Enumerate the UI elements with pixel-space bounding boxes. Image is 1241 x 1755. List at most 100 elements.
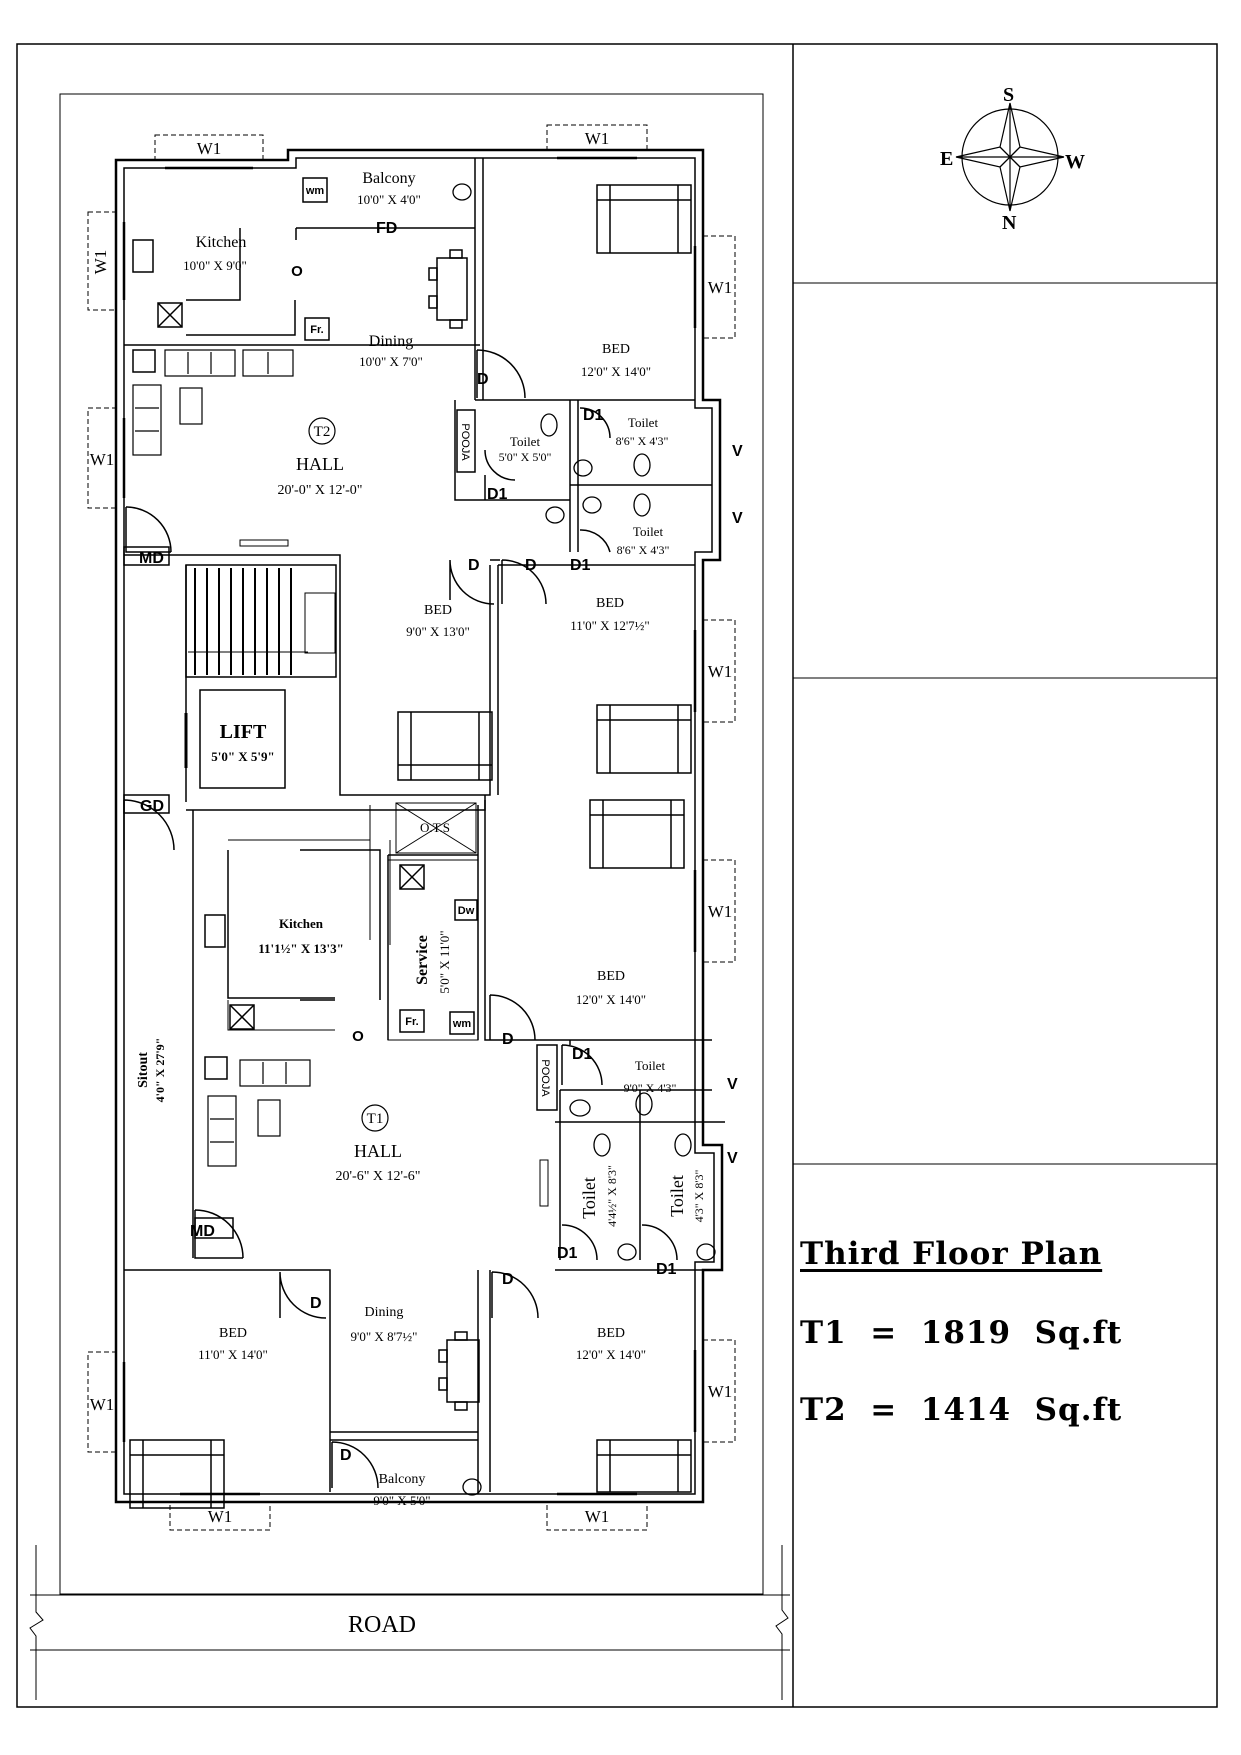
door-d-t1-bed-c (491, 1271, 539, 1319)
room-t2-toilet-c-size: 8'6" X 4'3" (617, 543, 670, 557)
door-d1-t2-toilet-b (579, 407, 611, 439)
room-t1-dining-size: 9'0" X 8'7½" (351, 1329, 418, 1344)
room-bed-mid-right-name: BED (596, 596, 624, 611)
room-bed-mid-left-size: 9'0" X 13'0" (406, 624, 470, 639)
window-tag-w1-bottom-right: W1 (585, 1507, 610, 1526)
room-t2-toilet-a-name: Toilet (510, 434, 541, 449)
room-t1-toilet-a-name: Toilet (635, 1058, 666, 1073)
room-t2-dining-name: Dining (369, 333, 413, 350)
window-w1-top-left (154, 134, 264, 161)
appliance-wm-t1: wm (452, 1018, 472, 1030)
room-t2-hall-size: 20'-0" X 12'-0" (278, 483, 363, 498)
room-t2-balcony-size: 10'0" X 4'0" (357, 192, 421, 207)
ots-box (395, 802, 477, 854)
window-tag-w1-left-3: W1 (90, 1395, 115, 1414)
room-t2-kitchen-name: Kitchen (196, 234, 247, 251)
room-t1-toilet-c-size: 4'3" X 8'3" (692, 1170, 706, 1223)
room-t2-hall-name: HALL (296, 454, 344, 474)
vent-tag-1: V (732, 443, 743, 460)
lift-shaft (199, 689, 286, 789)
door-tag-d-mid-left: D (468, 557, 480, 574)
room-t1-kitchen-name: Kitchen (279, 916, 324, 931)
door-tag-d-t1-bed: D (502, 1031, 514, 1048)
window-tag-w1-left-1: W1 (91, 250, 110, 275)
room-t2-dining-size: 10'0" X 7'0" (359, 354, 423, 369)
appliance-fr-t2: Fr. (310, 324, 323, 336)
window-w1-top-right (546, 124, 648, 151)
door-d-mid-left (449, 559, 495, 605)
pooja-label-t1: POOJA (539, 1059, 551, 1097)
window-tag-w1-right-2: W1 (708, 662, 733, 681)
plot-boundary (59, 93, 764, 1595)
road-label: ROAD (348, 1612, 416, 1638)
door-tag-d1-t2-toilet-b: D1 (583, 407, 604, 424)
room-t1-balcony-name: Balcony (379, 1472, 426, 1487)
room-lift-name: LIFT (220, 721, 267, 743)
room-t1-toilet-b-size: 4'4½" X 8'3" (605, 1165, 619, 1227)
room-t1-bed-a-name: BED (597, 969, 625, 984)
window-tag-w1-bottom-left: W1 (208, 1507, 233, 1526)
window-w1-right-4 (702, 1339, 736, 1443)
door-d-t1-balcony (331, 1441, 379, 1489)
sheet-border (16, 43, 1218, 1708)
window-w1-right-1 (702, 235, 736, 339)
room-t2-bed-size: 12'0" X 14'0" (581, 364, 651, 379)
pooja-label-t2: POOJA (459, 423, 471, 461)
room-t2-toilet-c-name: Toilet (633, 524, 664, 539)
window-w1-bottom-left (169, 1501, 271, 1531)
dining-table (428, 249, 480, 1411)
bed-furniture (129, 184, 692, 1509)
unit-t2-marker: T2 (314, 424, 331, 440)
unit-t1-marker: T1 (367, 1111, 384, 1127)
window-w1-right-3 (702, 859, 736, 963)
compass-w: W (1065, 151, 1085, 173)
room-t1-bed-c-name: BED (597, 1326, 625, 1341)
compass-rose (955, 102, 1065, 212)
room-t1-bed-a-size: 12'0" X 14'0" (576, 992, 646, 1007)
room-t2-toilet-b-size: 8'6" X 4'3" (616, 434, 669, 448)
door-tag-d-t1-bed-b: D (310, 1295, 322, 1312)
room-sitout-name: Sitout (136, 1052, 151, 1088)
room-t1-dining-name: Dining (365, 1305, 404, 1320)
room-bed-mid-right-size: 11'0" X 12'7½" (570, 618, 649, 633)
column-mark-t1: O (352, 1028, 364, 1045)
window-tag-w1-right-4: W1 (708, 1382, 733, 1401)
window-w1-right-2 (702, 619, 736, 723)
room-t1-bed-b-size: 11'0" X 14'0" (198, 1347, 268, 1362)
door-tag-md-t2: MD (139, 550, 164, 567)
room-t1-toilet-c-name: Toilet (667, 1175, 687, 1217)
door-tag-d1-t1-toilet-c: D1 (656, 1261, 677, 1278)
room-t2-bed-name: BED (602, 342, 630, 357)
room-t1-service-name: Service (414, 935, 431, 985)
door-d1-t2-toilet-a (484, 449, 516, 500)
room-t1-hall-size: 20'-6" X 12'-6" (336, 1169, 421, 1184)
compass-s: S (1003, 84, 1014, 106)
door-d1-t1-toilet-c (641, 1224, 678, 1261)
door-tag-d1-t2-toilet-a: D1 (487, 486, 508, 503)
sofa-set (132, 349, 311, 1167)
appliance-fr-t1: Fr. (405, 1016, 418, 1028)
vent-tag-4: V (727, 1150, 738, 1167)
door-tag-gd: GD (140, 798, 164, 815)
window-tag-w1-right-3: W1 (708, 902, 733, 921)
room-t1-service-size: 5'0" X 11'0" (437, 930, 452, 993)
room-t1-kitchen-size: 11'1½" X 13'3" (258, 941, 344, 956)
door-d1-t1-toilet-b (561, 1224, 598, 1261)
building-outline (114, 148, 724, 1504)
room-t1-bed-c-size: 12'0" X 14'0" (576, 1347, 646, 1362)
door-d1-t1-toilet-a (561, 1044, 603, 1086)
room-ots-name: O.T.S (420, 820, 450, 835)
window-w1-bottom-right (546, 1501, 648, 1531)
door-d1-t2-toilet-c (579, 529, 611, 553)
door-tag-d1-t2-toilet-c: D1 (570, 557, 591, 574)
door-tag-d-t1-bed-c: D (502, 1271, 514, 1288)
door-d-t1-bed (489, 994, 536, 1041)
room-t1-toilet-b-name: Toilet (579, 1177, 599, 1219)
door-md-t2 (125, 506, 172, 553)
vent-tag-2: V (732, 510, 743, 527)
window-tag-w1-top-right: W1 (585, 129, 610, 148)
door-tag-d1-t1-toilet-a: D1 (572, 1046, 593, 1063)
door-tag-d-t2-bed: D (477, 371, 489, 388)
compass-e: E (940, 148, 953, 170)
room-t1-hall-name: HALL (354, 1141, 402, 1161)
